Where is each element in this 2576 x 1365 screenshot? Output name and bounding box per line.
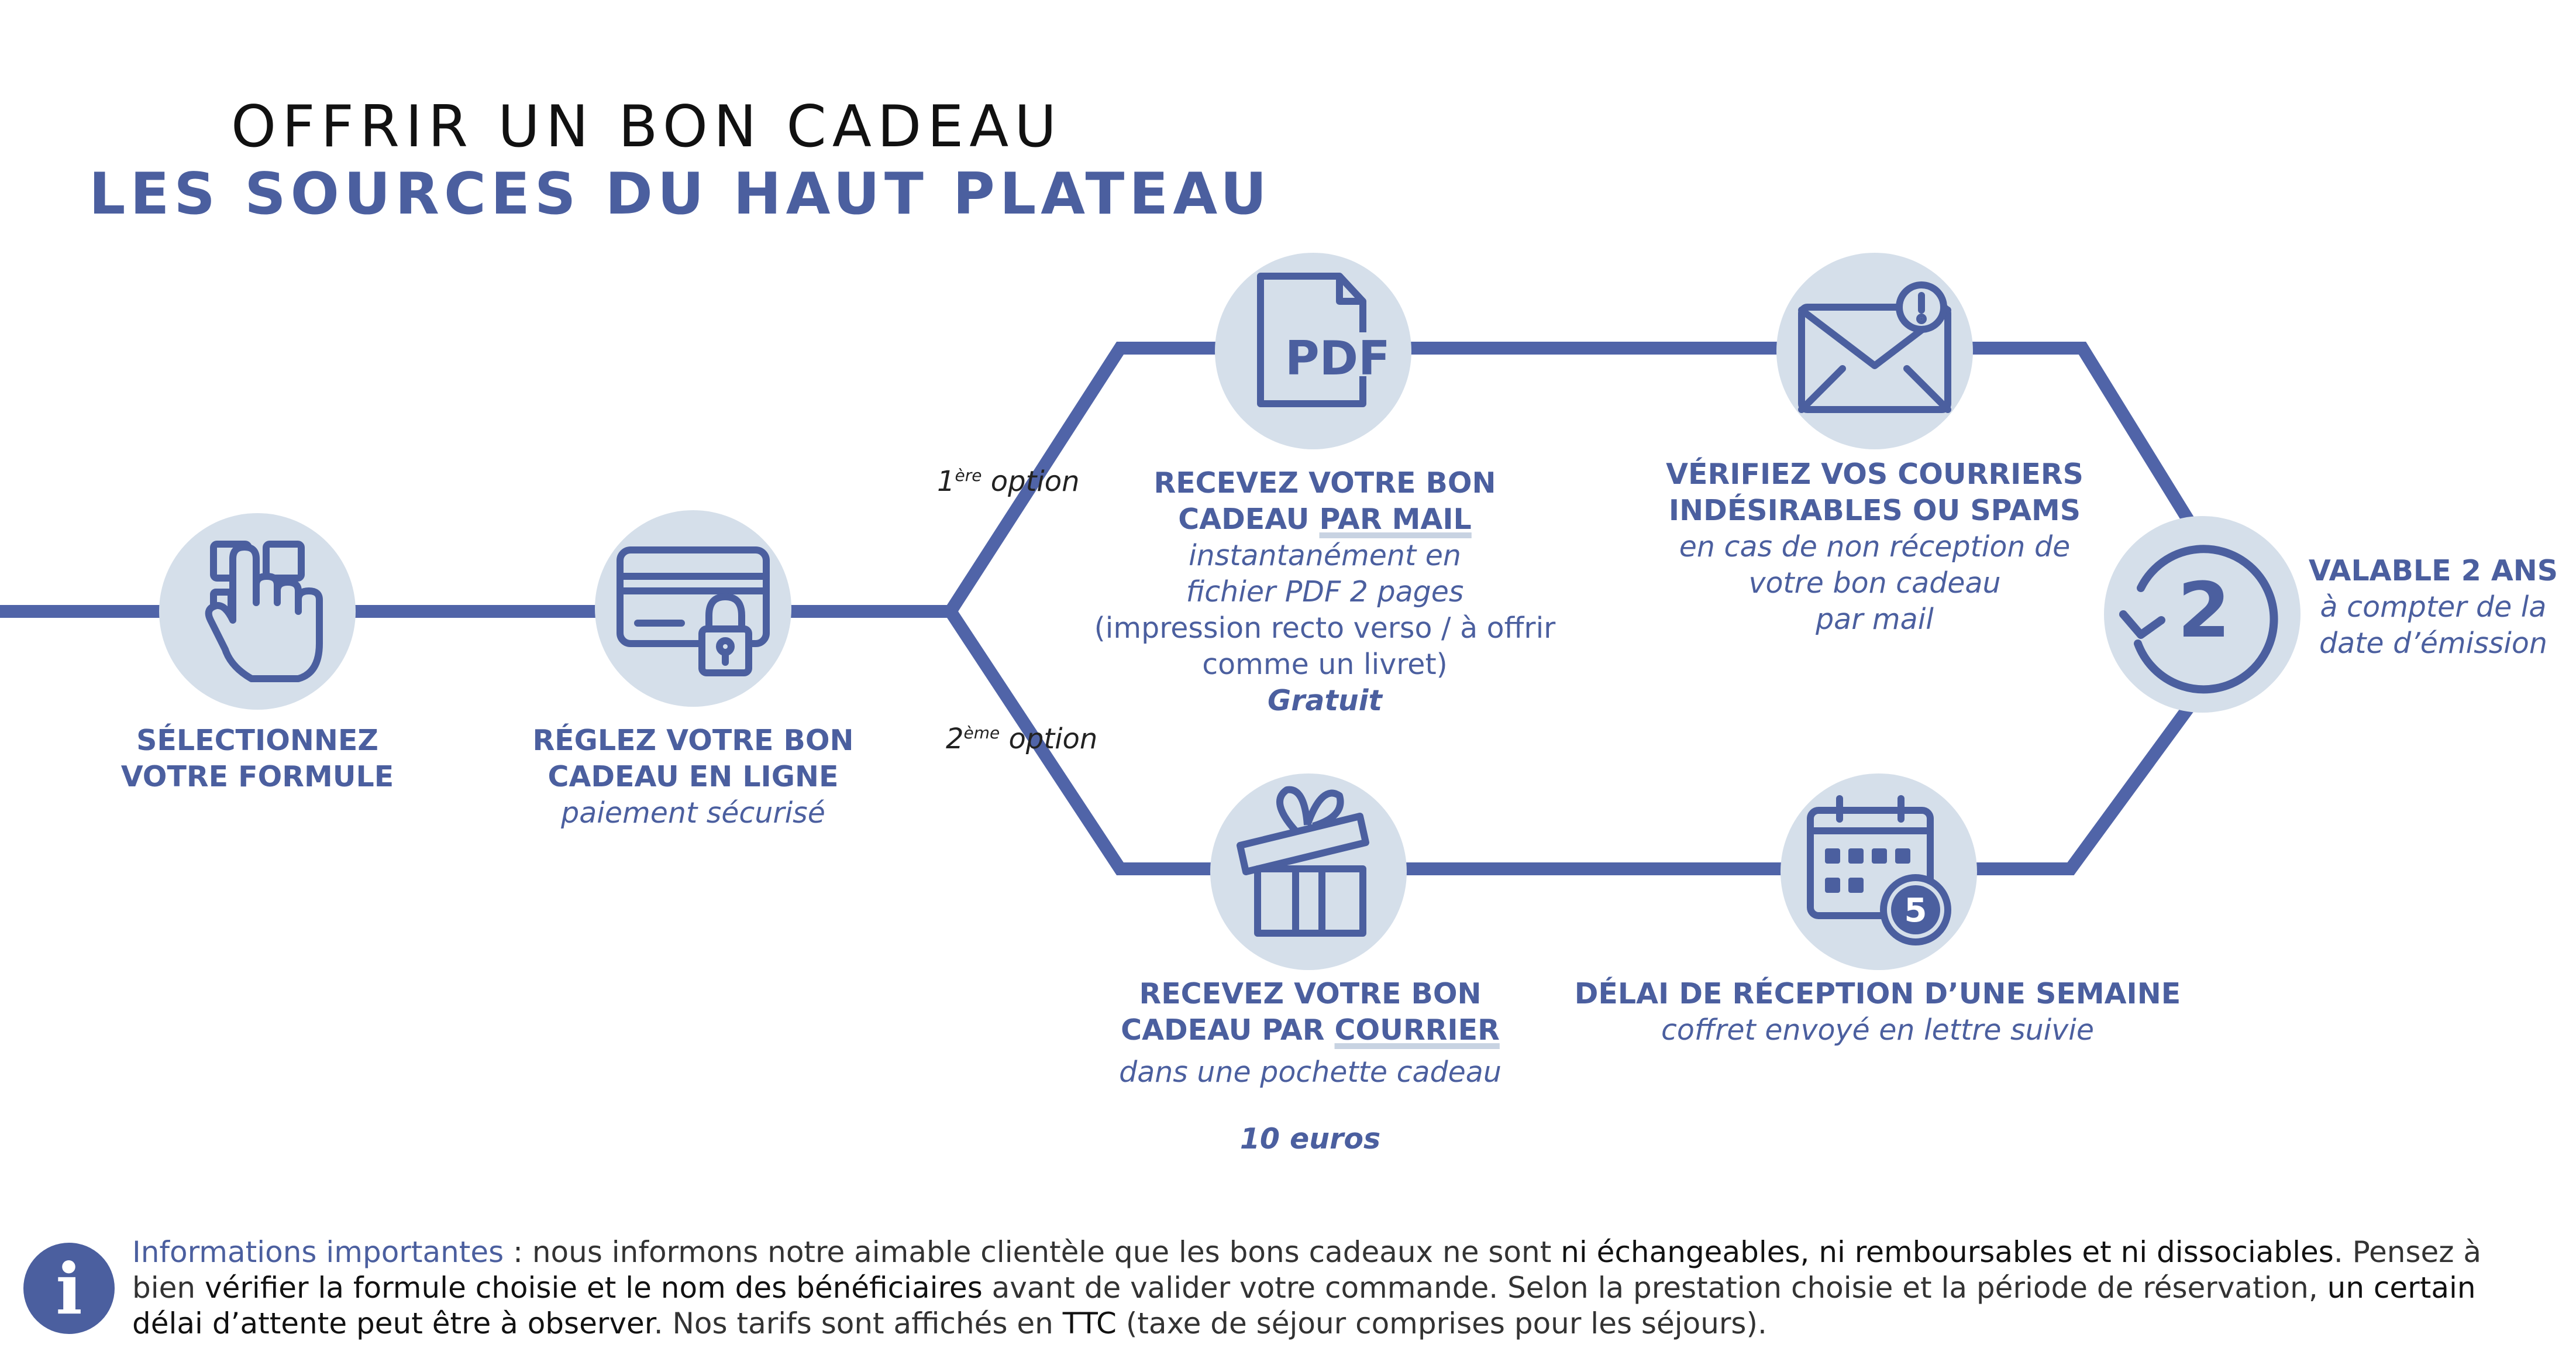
upper-branch-line: [945, 342, 2196, 615]
step-delay-text: DÉLAI DE RÉCEPTION D’UNE SEMAINE coffret…: [1556, 976, 2199, 1048]
circle-pay: [595, 510, 791, 707]
calendar-icon: [1807, 795, 1951, 945]
step-mail-sub1: instantanément en: [1189, 539, 1461, 572]
step-mail-line2: CADEAU PAR MAIL: [1178, 503, 1472, 536]
step-valid-text: VALABLE 2 ANS à compter de la date d’émi…: [2296, 553, 2571, 662]
gift-box-icon: [1237, 786, 1369, 937]
step-spam-text: VÉRIFIEZ VOS COURRIERS INDÉSIRABLES OU S…: [1626, 456, 2123, 638]
renew-two-icon: [2119, 545, 2278, 694]
step-mail-price: Gratuit: [1268, 684, 1382, 717]
step-pay-text: RÉGLEZ VOTRE BON CADEAU EN LIGNE paiemen…: [488, 723, 898, 831]
step-select-line2: VOTRE FORMULE: [120, 760, 394, 793]
svg-text:PDF: PDF: [1285, 331, 1390, 386]
step-post-text: RECEVEZ VOTRE BON CADEAU PAR COURRIER da…: [1065, 976, 1556, 1157]
option-second-label: 2ème option: [946, 723, 1098, 755]
flow-lines: [0, 342, 2196, 875]
step-spam-line1: VÉRIFIEZ VOS COURRIERS: [1666, 458, 2083, 491]
step-select-line1: SÉLECTIONNEZ: [136, 724, 378, 757]
important-info-text: Informations importantes : nous informon…: [132, 1235, 2482, 1340]
step-post-price: 10 euros: [1239, 1122, 1381, 1156]
info-lead: Informations importantes: [132, 1235, 504, 1269]
envelope-alert-icon: [1798, 281, 1951, 413]
step-pay-sub: paiement sécurisé: [561, 796, 825, 830]
step-mail-line1: RECEVEZ VOTRE BON: [1153, 466, 1496, 500]
step-mail-sub2: fichier PDF 2 pages: [1186, 575, 1464, 608]
step-mail-sub3: (impression recto verso / à offrir: [1094, 611, 1556, 645]
step-pay-line1: RÉGLEZ VOTRE BON: [532, 724, 854, 757]
step-pay-line2: CADEAU EN LIGNE: [547, 760, 839, 793]
step-valid-sub2: date d’émission: [2319, 627, 2547, 660]
step-post-line2: CADEAU PAR COURRIER: [1121, 1013, 1500, 1047]
lower-branch-line: [945, 607, 2196, 875]
step-delay-sub: coffret envoyé en lettre suivie: [1661, 1013, 2095, 1047]
pdf-file-icon: PDF: [1257, 273, 1390, 407]
step-spam-sub2: votre bon cadeau: [1748, 566, 2001, 600]
info-icon: [23, 1243, 115, 1334]
renew-badge: 2: [2178, 566, 2230, 655]
page-title: OFFRIR UN BON CADEAU: [231, 94, 1063, 160]
step-valid-sub1: à compter de la: [2320, 590, 2547, 624]
step-post-line1: RECEVEZ VOTRE BON: [1139, 977, 1482, 1010]
info-icon-glyph: i: [56, 1248, 82, 1330]
page-subtitle: LES SOURCES DU HAUT PLATEAU: [89, 161, 1272, 228]
step-spam-sub1: en cas de non réception de: [1679, 530, 2071, 563]
step-mail-text: RECEVEZ VOTRE BON CADEAU PAR MAIL instan…: [1065, 465, 1585, 719]
step-mail-sub4: comme un livret): [1202, 648, 1448, 681]
option-first-label: 1ère option: [937, 465, 1080, 498]
card-lock-icon: [617, 546, 770, 676]
touch-select-icon: [205, 541, 323, 682]
step-select-text: SÉLECTIONNEZ VOTRE FORMULE: [82, 723, 433, 795]
calendar-badge: 5: [1905, 892, 1927, 930]
step-post-sub: dans une pochette cadeau: [1119, 1055, 1501, 1089]
circle-spam: [1776, 253, 1973, 449]
step-valid-line1: VALABLE 2 ANS: [2308, 554, 2558, 587]
step-spam-line2: INDÉSIRABLES OU SPAMS: [1668, 494, 2081, 527]
step-spam-sub3: par mail: [1816, 603, 1934, 636]
step-delay-line1: DÉLAI DE RÉCEPTION D’UNE SEMAINE: [1574, 977, 2181, 1010]
